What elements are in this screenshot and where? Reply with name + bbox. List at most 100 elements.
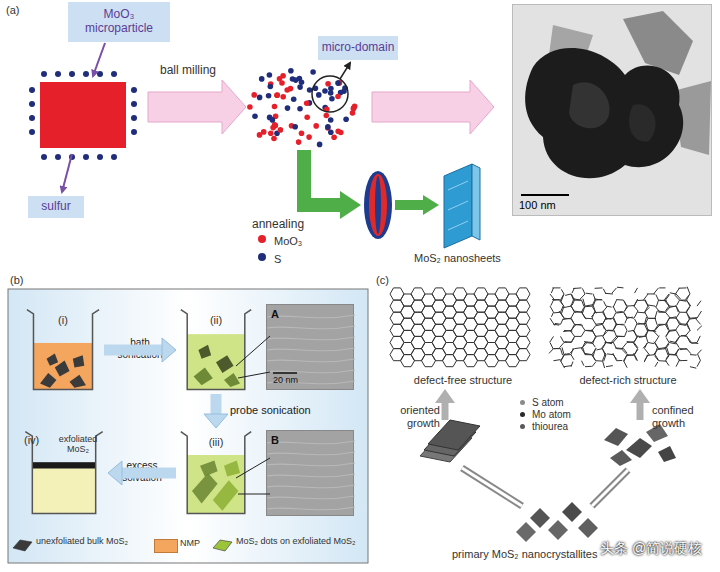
nanosheet-slab [472,164,480,240]
nanocrystallites [578,518,598,538]
sulfur-dots [83,71,89,77]
img-art [267,463,355,466]
legend-text: Mo atom [532,409,592,421]
growth-tube [462,468,522,506]
annealed-particle [369,174,387,236]
edge-label: bath sonication [108,337,172,360]
nanocrystallites [562,502,582,522]
sulfur-dots [83,154,89,160]
process-arrow [204,414,228,428]
milled-mixture [324,113,330,119]
process-arrow [104,345,163,356]
growth-arrow [435,389,650,420]
tem-art [623,11,693,75]
growth-tube [592,470,628,506]
beaker-art [198,345,211,359]
leader-line [238,372,270,378]
legend-text: MoO₃ [274,235,314,248]
milled-mixture [270,125,276,131]
legend-swatch [520,412,525,417]
moo3-particle [40,82,126,148]
tem-image: 100 nm [512,4,712,216]
milled-mixture [313,123,319,129]
flake-cluster [604,428,628,446]
milled-mixture [325,124,331,130]
img-art [273,372,297,374]
sulfur-dots [131,129,137,135]
sulfur-dots [55,154,61,160]
scale-text: 20 nm [273,375,323,385]
flake-cluster [626,438,652,458]
legend-swatch [154,539,178,553]
sulfur-dots [111,154,117,160]
legend-sample [12,538,34,552]
edge-label: excess solvation [110,460,174,483]
sulfur-dots [131,87,137,93]
domain-circle [312,76,348,112]
product-label: primary MoS₂ nanocrystallites [452,548,612,561]
milled-mixture [257,95,263,101]
process-arrow [162,338,176,362]
beaker: (iii) [176,428,256,518]
scale-text: 100 nm [519,199,599,212]
milled-mixture [285,105,291,111]
leader-line [236,458,270,478]
lattice: defect-rich structure [548,286,708,390]
process-arrow [372,80,494,134]
legend-sample [13,540,32,551]
milled-mixture [299,131,305,137]
milled-mixture [352,103,358,109]
lattice: defect-free structure [388,286,538,390]
beaker-art [32,468,95,514]
growth-arrow [630,389,650,403]
milled-mixture [296,139,302,145]
legend-sample [213,540,232,551]
beaker-art [73,355,84,367]
flake-cluster [610,450,632,466]
growth-tube [462,468,628,506]
beaker-art [187,334,245,389]
panel-letter: (a) [6,4,36,17]
beaker-art [32,462,95,468]
sulfur-dots [131,101,137,107]
process-arrow [204,394,228,428]
milled-mixture [335,80,341,86]
milled-mixture [304,100,310,106]
img-art [267,348,355,351]
leader-line [236,336,270,366]
img-art [267,474,355,477]
milled-mixture [259,76,265,82]
beaker-number: (iv) [24,434,52,447]
milled-mixture [338,130,344,136]
beaker-note: exfoliated MoS₂ [50,434,106,455]
annealed-particle [375,176,381,234]
tem-image: A20 nm [266,304,354,390]
milled-mixture [247,104,253,110]
growth-tube [592,470,628,506]
milled-mixture [280,94,286,100]
milled-mixture [336,80,342,86]
tem-art [525,48,683,178]
img-art [267,337,355,340]
pointer-arrow [340,63,350,79]
sulfur-dots [97,154,103,160]
beaker-art [194,368,213,386]
nanosheet-slab [444,164,472,248]
anneal-arrow [395,200,424,210]
step-label: annealing [252,218,322,232]
edge-label: probe sonication [230,404,340,417]
tem-art [569,82,610,128]
box-text: sulfur [41,200,70,214]
legend-text: thiourea [532,421,592,433]
milled-mixture [272,104,278,110]
milled-mixture [297,84,303,90]
legend-swatch [520,424,525,429]
beaker-art [70,375,86,388]
beaker-art [187,455,245,514]
annealed-particle [364,171,392,239]
beaker-art [33,343,92,390]
label-box: micro-domain [318,36,398,60]
milled-mixture [268,84,274,90]
